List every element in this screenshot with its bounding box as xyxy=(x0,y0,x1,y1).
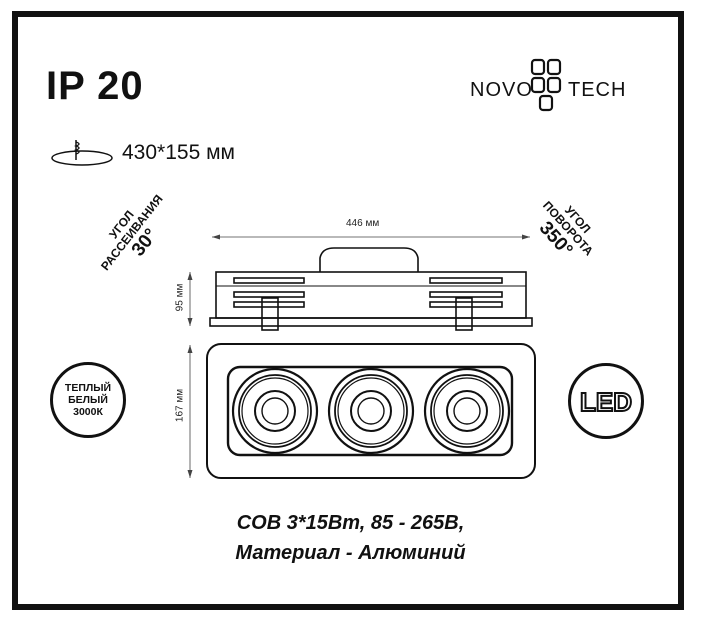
brand-name-left: NOVO xyxy=(470,79,533,101)
product-card-frame xyxy=(12,11,684,610)
width-dimension-label: 446 мм xyxy=(346,218,380,229)
cutout-size-label: 430*155 мм xyxy=(122,141,235,164)
logo-mark-icon xyxy=(530,58,562,112)
lamp-head xyxy=(423,367,511,455)
led-badge: LED xyxy=(568,363,644,439)
ip-rating: IP 20 xyxy=(46,64,144,108)
led-label: LED xyxy=(580,387,632,417)
lamp-head xyxy=(327,367,415,455)
lamp-head xyxy=(231,367,319,455)
color-temp-line2: БЕЛЫЙ xyxy=(68,394,108,406)
brand-logo: NOVO TECH xyxy=(470,58,626,112)
recessed-mount-icon xyxy=(51,140,113,166)
cutout-size: 430*155 мм xyxy=(50,138,235,168)
spec-material: Материал - Алюминий xyxy=(235,542,466,564)
spec-power: COB 3*15Вт, 85 - 265В, xyxy=(236,512,465,534)
color-temp-line3: 3000К xyxy=(73,406,103,418)
brand-name-right: TECH xyxy=(568,79,626,101)
color-temperature-badge: ТЕПЛЫЙ БЕЛЫЙ 3000К xyxy=(50,362,126,438)
color-temp-line1: ТЕПЛЫЙ xyxy=(64,382,112,394)
